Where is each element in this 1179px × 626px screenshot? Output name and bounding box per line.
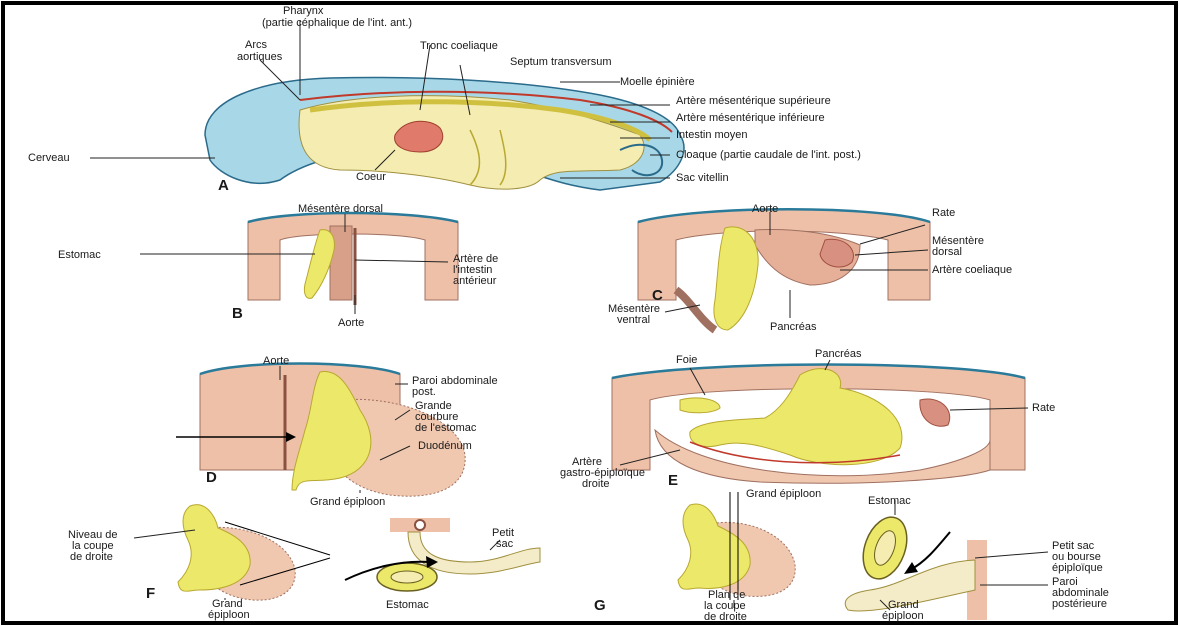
panel-c-stomach — [714, 227, 758, 330]
label-d-duodenum: Duodénum — [418, 440, 472, 452]
label-sac-vitellin: Sac vitellin — [676, 172, 729, 184]
label-f-grand-2: épiploon — [208, 609, 250, 621]
label-art-mes-inf: Artère mésentérique inférieure — [676, 112, 825, 124]
label-c-aorte: Aorte — [752, 203, 778, 215]
label-e-pancreas: Pancréas — [815, 348, 862, 360]
label-arcs: Arcs — [245, 39, 268, 51]
panel-f-stomach — [178, 505, 250, 592]
panel-g-stomach — [678, 504, 750, 589]
label-d-paroi-2: post. — [412, 386, 436, 398]
panel-e-section: E — [612, 365, 1025, 490]
label-b-mesentere-dorsal: Mésentère dorsal — [298, 203, 383, 215]
panel-f-stomach-lumen — [391, 571, 423, 583]
panel-g-curved-arrow-head — [904, 562, 918, 574]
label-e-artere-3: droite — [582, 478, 610, 490]
label-c-artere-coeliaque: Artère coeliaque — [932, 264, 1012, 276]
label-coeur: Coeur — [356, 171, 386, 183]
label-c-pancreas: Pancréas — [770, 321, 817, 333]
panel-f-aorta-circle — [415, 520, 425, 530]
label-moelle: Moelle épinière — [620, 76, 695, 88]
label-art-mes-sup: Artère mésentérique supérieure — [676, 95, 831, 107]
label-arcs-aortiques: aortiques — [237, 51, 283, 63]
label-g-estomac: Estomac — [868, 495, 911, 507]
label-c-mesentere-2: dorsal — [932, 246, 962, 258]
panel-e-spleen — [920, 399, 950, 426]
label-b-estomac: Estomac — [58, 249, 101, 261]
label-d-grand-epiploon: Grand épiploon — [310, 496, 385, 508]
panel-letter-e: E — [668, 472, 678, 489]
label-septum: Septum transversum — [510, 56, 611, 68]
label-intestin-moyen: Intestin moyen — [676, 129, 748, 141]
label-pharynx: Pharynx — [283, 5, 324, 17]
panel-c-ventral-mesentery — [676, 290, 715, 330]
panel-f-section: F — [146, 505, 540, 602]
label-g-plan-3: de droite — [704, 611, 747, 623]
panel-g-curved-arrow — [910, 532, 950, 570]
label-e-foie: Foie — [676, 354, 697, 366]
panel-b-wall — [248, 213, 458, 300]
label-pharynx-detail: (partie céphalique de l'int. ant.) — [262, 17, 412, 29]
panel-letter-a: A — [218, 177, 229, 194]
label-f-estomac: Estomac — [386, 599, 429, 611]
label-d-aorte: Aorte — [263, 355, 289, 367]
panel-g-section: G — [594, 492, 987, 620]
label-g-grand-2: épiploon — [882, 610, 924, 622]
panel-letter-b: B — [232, 305, 243, 322]
label-g-petit-3: épiploïque — [1052, 562, 1103, 574]
panel-e-liver — [680, 398, 720, 413]
label-cloaque: Cloaque (partie caudale de l'int. post.) — [676, 149, 861, 161]
panel-letter-d: D — [206, 469, 217, 486]
panel-letter-g: G — [594, 597, 606, 614]
label-b-aorte: Aorte — [338, 317, 364, 329]
label-cerveau: Cerveau — [28, 152, 70, 164]
label-c-mes-ventral-2: ventral — [617, 314, 650, 326]
label-e-rate: Rate — [1032, 402, 1055, 414]
panel-letter-c: C — [652, 287, 663, 304]
label-e-grand-epiploon: Grand épiploon — [746, 488, 821, 500]
label-f-niveau-3: de droite — [70, 551, 113, 563]
label-g-paroi-3: postérieure — [1052, 598, 1107, 610]
label-f-petit-2: sac — [496, 538, 514, 550]
label-b-artere-3: antérieur — [453, 275, 497, 287]
panel-letter-f: F — [146, 585, 155, 602]
panel-a-embryo: A — [205, 78, 684, 194]
label-c-rate: Rate — [932, 207, 955, 219]
label-tronc-coeliaque: Tronc coeliaque — [420, 40, 498, 52]
label-d-grande-3: de l'estomac — [415, 422, 477, 434]
